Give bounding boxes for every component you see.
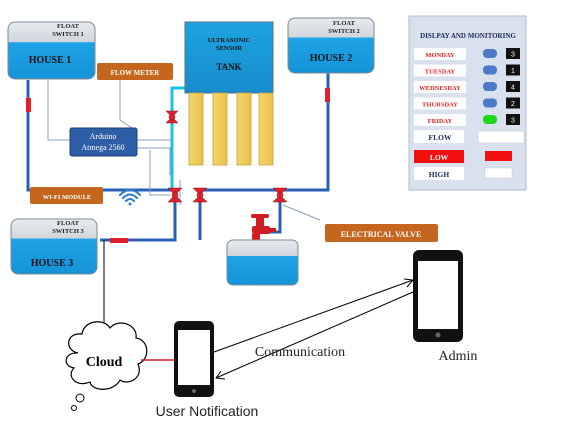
valves bbox=[165, 110, 288, 203]
high-indicator bbox=[484, 167, 513, 179]
wifi-icon bbox=[119, 189, 141, 206]
electrical-valve-label: ELECTRICAL VALVE bbox=[341, 230, 422, 239]
day-value: 1 bbox=[511, 68, 515, 75]
arduino-line1: Arduino bbox=[90, 132, 117, 141]
low-row: LOW bbox=[414, 150, 512, 163]
arduino: Arduino Atmega 2560 bbox=[69, 127, 138, 157]
led-indicator bbox=[483, 98, 497, 108]
wifi-module-label: WI-FI MODULE bbox=[43, 194, 92, 201]
low-label: LOW bbox=[430, 153, 449, 162]
house1-label: HOUSE 1 bbox=[29, 55, 72, 66]
day-value: 4 bbox=[511, 85, 515, 92]
cloud-label: Cloud bbox=[86, 355, 123, 370]
day-value: 3 bbox=[511, 118, 515, 125]
basin-tank bbox=[226, 239, 299, 286]
valve-icon bbox=[272, 187, 288, 203]
house1-tank bbox=[7, 21, 96, 80]
house3-tank bbox=[10, 218, 98, 275]
day-label: WEDNESDAY bbox=[419, 85, 461, 92]
flow-meter: FLOW METER bbox=[97, 63, 173, 80]
pipe-markers bbox=[26, 88, 330, 243]
house3-label: HOUSE 3 bbox=[31, 258, 74, 269]
arduino-box bbox=[69, 127, 138, 157]
valve-icon bbox=[165, 110, 179, 124]
wifi-module-box bbox=[30, 187, 103, 204]
flow-value-box bbox=[477, 130, 525, 144]
flow-meter-label: FLOW METER bbox=[111, 69, 161, 77]
tap bbox=[226, 214, 299, 286]
day-row: MONDAY 3 bbox=[414, 48, 520, 60]
day-value: 3 bbox=[511, 52, 515, 59]
admin-phone: Admin bbox=[413, 250, 477, 364]
flow-label: FLOW bbox=[429, 133, 452, 142]
day-row: THURSDAY 2 bbox=[414, 97, 520, 110]
tank-body bbox=[184, 21, 274, 94]
communication: Communication bbox=[213, 278, 414, 380]
low-indicator bbox=[485, 151, 512, 161]
tank-label: TANK bbox=[216, 62, 241, 72]
electrical-valve-box bbox=[325, 224, 438, 242]
arduino-line2: Atmega 2560 bbox=[81, 143, 124, 152]
led-indicator bbox=[483, 115, 497, 124]
communication-label: Communication bbox=[255, 345, 345, 360]
day-label: THURSDAY bbox=[422, 102, 458, 109]
high-row: HIGH bbox=[414, 167, 513, 180]
user-notification-label: User Notification bbox=[156, 403, 259, 419]
day-row: TUESDAY 1 bbox=[414, 64, 520, 77]
panel-title: DISLPAY AND MONITORING bbox=[420, 32, 516, 40]
electrical-valve: ELECTRICAL VALVE bbox=[325, 224, 438, 242]
valve-icon bbox=[192, 187, 208, 203]
day-label: MONDAY bbox=[425, 52, 455, 59]
day-label: TUESDAY bbox=[425, 69, 456, 76]
valve-icon bbox=[167, 187, 183, 203]
day-value: 2 bbox=[511, 101, 515, 108]
wifi-module: WI-FI MODULE bbox=[30, 187, 141, 206]
house2-label: HOUSE 2 bbox=[310, 53, 353, 64]
day-label: FRIDAY bbox=[428, 118, 453, 125]
flow-row: FLOW bbox=[414, 130, 525, 144]
day-row: WEDNESDAY 4 bbox=[414, 81, 520, 93]
house2-tank bbox=[287, 17, 375, 74]
admin-label: Admin bbox=[439, 349, 478, 364]
led-indicator bbox=[483, 65, 497, 75]
led-indicator bbox=[483, 82, 497, 91]
pipe-house3 bbox=[100, 210, 177, 242]
flow-meter-box bbox=[97, 63, 173, 80]
tank-outlet-pipes bbox=[170, 86, 185, 190]
high-label: HIGH bbox=[429, 170, 450, 179]
sensor-rods bbox=[188, 92, 274, 166]
tap-icon bbox=[251, 214, 276, 240]
signal-lines bbox=[47, 80, 321, 221]
cloud: Cloud bbox=[65, 240, 176, 411]
user-phone: User Notification bbox=[156, 321, 259, 419]
led-indicator bbox=[483, 49, 497, 58]
day-row: FRIDAY 3 bbox=[414, 114, 520, 126]
pipe-valve bbox=[200, 188, 282, 210]
cloud-icon bbox=[65, 321, 148, 390]
